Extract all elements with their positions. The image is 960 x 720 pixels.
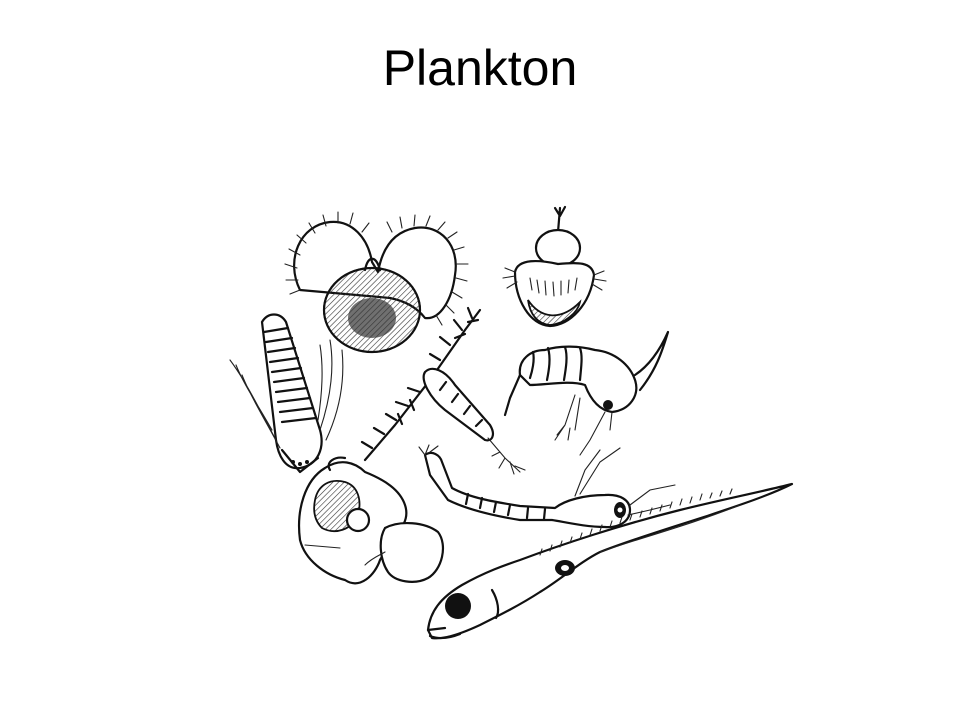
veliger-larva-icon — [284, 211, 469, 354]
zoea-larva-icon — [229, 313, 344, 474]
megalopa-larva-icon — [503, 330, 670, 456]
copepod-icon — [360, 306, 526, 475]
plankton-illustration — [200, 190, 820, 660]
slide-title: Plankton — [382, 40, 578, 96]
nauplius-larva-icon — [502, 205, 607, 328]
shrimp-larva-icon — [418, 444, 676, 529]
fish-larva-icon — [426, 482, 794, 640]
cypris-larva-icon — [298, 456, 445, 585]
